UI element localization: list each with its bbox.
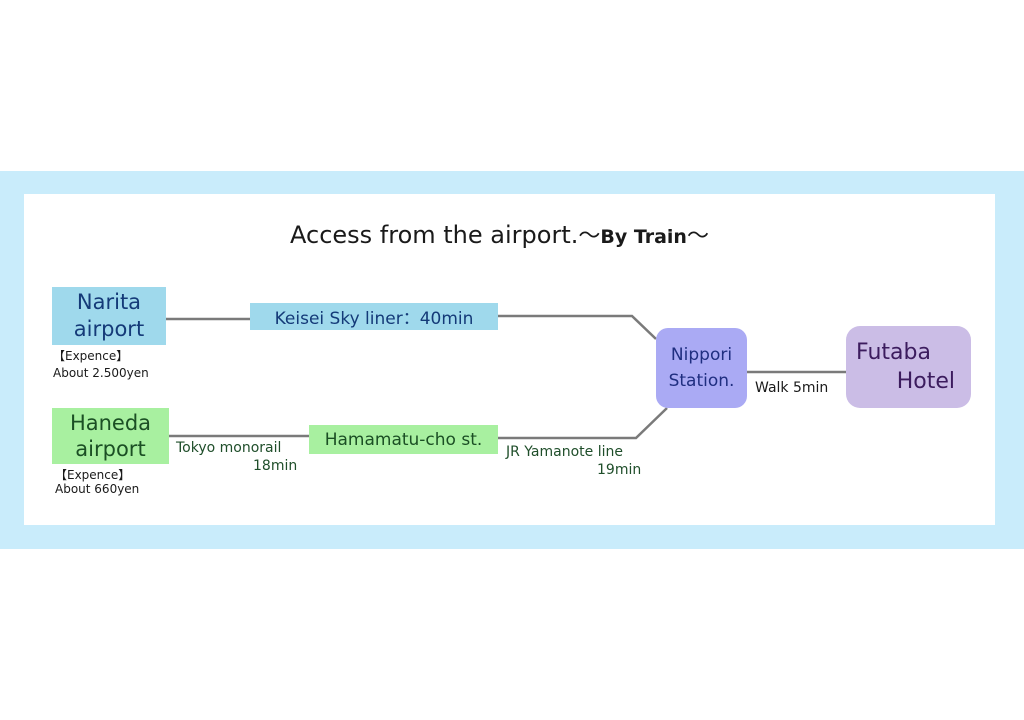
keisei-sky-liner-node: Keisei Sky liner：40min (250, 303, 498, 330)
title-sub: By Train (600, 226, 687, 248)
haneda-expense-value: About 660yen (55, 482, 140, 496)
narita-expense-value: About 2.500yen (53, 366, 149, 380)
title-main: Access from the airport. (290, 221, 579, 249)
jr-yamanote-label: JR Yamanote line (506, 444, 623, 460)
futaba-hotel-node: Futaba Hotel (846, 326, 971, 408)
narita-expense-label: 【Expence】 (53, 349, 129, 363)
haneda-expense-label: 【Expence】 (55, 468, 131, 482)
diagram-title: Access from the airport.～By Train～ (290, 218, 709, 250)
nippori-label-line2: Station. (668, 371, 735, 391)
futaba-label-line1: Futaba (856, 340, 931, 365)
narita-airport-node: Narita airport (52, 287, 166, 345)
haneda-label-line1: Haneda (69, 411, 152, 435)
keisei-to-nippori-line (498, 314, 657, 340)
diagram-panel (24, 194, 995, 525)
futaba-label-line2: Hotel (896, 369, 955, 394)
haneda-airport-node: Haneda airport (52, 408, 169, 464)
hamamatu-cho-station-node: Hamamatu-cho st. (309, 425, 498, 454)
jr-yamanote-time: 19min (597, 462, 642, 478)
hamamatu-to-nippori-line (498, 407, 668, 440)
title-tilde-close: ～ (686, 224, 709, 249)
narita-label-line2: airport (73, 317, 145, 341)
narita-label-line1: Narita (76, 290, 142, 314)
haneda-label-line2: airport (75, 437, 146, 461)
nippori-label-line1: Nippori (670, 345, 733, 365)
nippori-station-node: Nippori Station. (656, 328, 747, 408)
tokyo-monorail-time: 18min (253, 458, 298, 474)
tokyo-monorail-label: Tokyo monorail (176, 440, 282, 456)
walk-time-label: Walk 5min (755, 380, 829, 396)
title-tilde-open: ～ (578, 224, 601, 249)
